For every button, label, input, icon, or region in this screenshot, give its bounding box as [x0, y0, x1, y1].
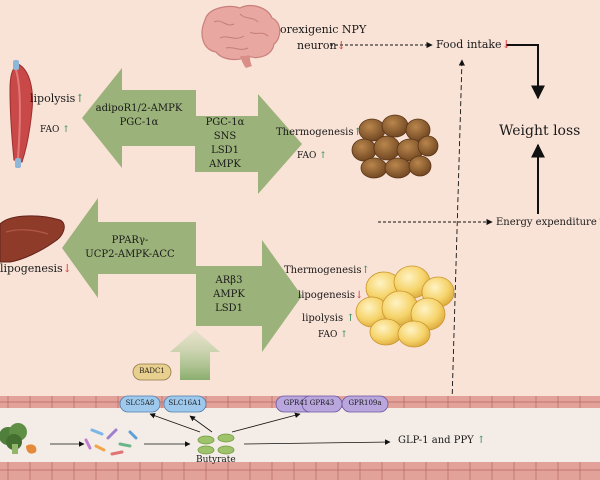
arrow-muscle-pathway [82, 68, 196, 168]
white-fat-thermogenesis-label: Thermogenesis↑ [284, 265, 370, 276]
arrow-glp1-to-food [451, 59, 465, 403]
slc5a8-pill [119, 395, 161, 413]
muscle-lipolysis-label: lipolysis↑ [30, 92, 85, 105]
gpr41-label: GPR41 [283, 399, 309, 407]
butyrate-molecules-icon [197, 433, 235, 455]
slc5a8-label: SLC5A8 [125, 399, 155, 407]
white-fat-pathway-3: LSD1 [215, 303, 243, 314]
arrow-butyrate-up [170, 330, 220, 380]
butyrate-label: Butyrate [196, 455, 236, 465]
gpr109a-label: GPR109a [348, 399, 382, 407]
white-fat-pathway-2: AMPK [213, 289, 245, 300]
brain-icon [201, 5, 281, 68]
white-fat-pathway-1: ARβ3 [215, 275, 243, 286]
arrow-liver-pathway [62, 198, 196, 298]
badc1-pill [132, 363, 172, 381]
arrow-white-fat-pathway [196, 240, 302, 352]
brown-fat-icon [351, 114, 439, 179]
white-fat-fao-label: FAO ↑ [318, 330, 348, 340]
glp1-ppy-label: GLP-1 and PPY ↑ [398, 435, 486, 446]
brown-fat-pathway-3: LSD1 [211, 145, 239, 156]
weight-loss-label: Weight loss [499, 123, 581, 139]
bacteria-icon [84, 428, 138, 456]
liver-pathway-line2: UCP2-AMPK-ACC [85, 249, 175, 260]
white-fat-lipogenesis-label: lipogenesis↓ [298, 290, 364, 301]
liver-pathway-line1: PPARγ- [111, 235, 149, 246]
brown-fat-pathway-2: SNS [213, 131, 237, 142]
npy-neuron-label: neuron↓ [297, 39, 346, 52]
arrow-butyrate-to-slc5a8 [149, 413, 201, 433]
arrow-brown-fat-pathway [195, 94, 302, 194]
brown-fat-thermogenesis-label: Thermogenesis↑ [276, 127, 362, 138]
energy-expenditure-label: Energy expenditure↑ [496, 217, 600, 228]
brown-fat-pathway-4: AMPK [209, 159, 241, 170]
liver-lipogenesis-label: lipogenesis↓ [0, 262, 72, 275]
muscle-pathway-line2: PGC-1α [119, 117, 159, 128]
badc1-label: BADC1 [139, 367, 165, 375]
arrow-butyrate-to-gpr [231, 412, 301, 433]
slc16a1-label: SLC16A1 [168, 399, 202, 407]
broccoli-icon [0, 423, 37, 454]
arrow-food-to-weight [506, 44, 545, 100]
white-fat-lipolysis-label: lipolysis ↑ [302, 313, 355, 324]
brown-fat-fao-label: FAO ↑ [297, 151, 327, 161]
brown-fat-pathway-1: PGC-1α [205, 117, 245, 128]
npy-label: orexigenic NPY [280, 23, 367, 36]
gpr109a-pill [341, 395, 389, 413]
arrow-butyrate-to-slc16a1 [189, 415, 213, 433]
white-fat-icon [355, 265, 455, 348]
muscle-fao-label: FAO ↑ [40, 125, 70, 135]
food-intake-label: Food intake↓ [436, 38, 511, 51]
liver-icon [0, 215, 65, 263]
arrow-butyrate-to-glp1 [243, 439, 391, 445]
muscle-icon [9, 60, 33, 168]
muscle-pathway-line1: adipoR1/2-AMPK [95, 103, 183, 114]
gpr43-label: GPR43 [309, 399, 335, 407]
slc16a1-pill [163, 395, 207, 413]
